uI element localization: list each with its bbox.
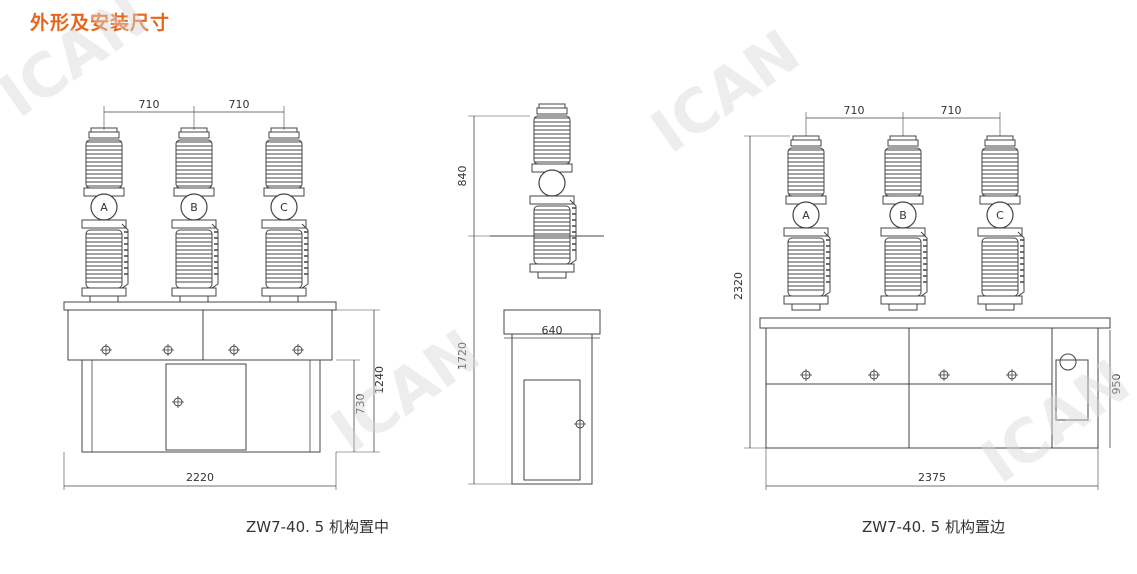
svg-text:ICAN: ICAN <box>969 347 1137 498</box>
bolts-left <box>99 343 305 409</box>
dim-total-width: 2375 <box>918 471 946 484</box>
dim-total-width: 2220 <box>186 471 214 484</box>
dim-pitch-left: 710 <box>844 104 865 117</box>
dim-base-width: 640 <box>542 324 563 337</box>
page-title: 外形及安装尺寸 <box>30 12 171 34</box>
watermark-logo: ICAN ICAN ICAN ICAN <box>0 0 1137 497</box>
svg-text:ICAN: ICAN <box>639 17 813 168</box>
dim-height-total: 1240 <box>373 366 386 394</box>
dim-base-height: 1720 <box>456 342 469 370</box>
phase-label-c: C <box>996 209 1004 222</box>
dim-pitch-right: 710 <box>941 104 962 117</box>
caption-side-mechanism: ZW7-40. 5 机构置边 <box>862 518 1005 536</box>
dimensions-left: 710 710 2220 1240 730 <box>139 98 387 484</box>
dim-pitch-right: 710 <box>229 98 250 111</box>
dimensions-middle: 840 1720 640 <box>456 166 563 371</box>
front-view-side-mechanism <box>744 112 1111 490</box>
dim-height-total: 2320 <box>732 272 745 300</box>
phase-label-a: A <box>802 209 810 222</box>
phase-label-b: B <box>190 201 198 214</box>
svg-text:ICAN: ICAN <box>319 317 493 468</box>
side-view <box>468 103 604 485</box>
caption-center-mechanism: ZW7-40. 5 机构置中 <box>246 518 389 536</box>
phase-label-b: B <box>899 209 907 222</box>
front-view-center-mechanism <box>63 106 380 490</box>
dim-height-frame: 730 <box>354 394 367 415</box>
phase-label-c: C <box>280 201 288 214</box>
bolts-middle <box>573 417 587 431</box>
dim-bushing-height: 840 <box>456 166 469 187</box>
phase-labels-right: A B C <box>802 209 1004 222</box>
phase-labels-left: A B C <box>100 201 288 214</box>
phase-label-a: A <box>100 201 108 214</box>
dimensions-right: 710 710 2375 2320 950 <box>732 104 1123 484</box>
dim-mechanism-height: 950 <box>1110 374 1123 395</box>
dim-pitch-left: 710 <box>139 98 160 111</box>
